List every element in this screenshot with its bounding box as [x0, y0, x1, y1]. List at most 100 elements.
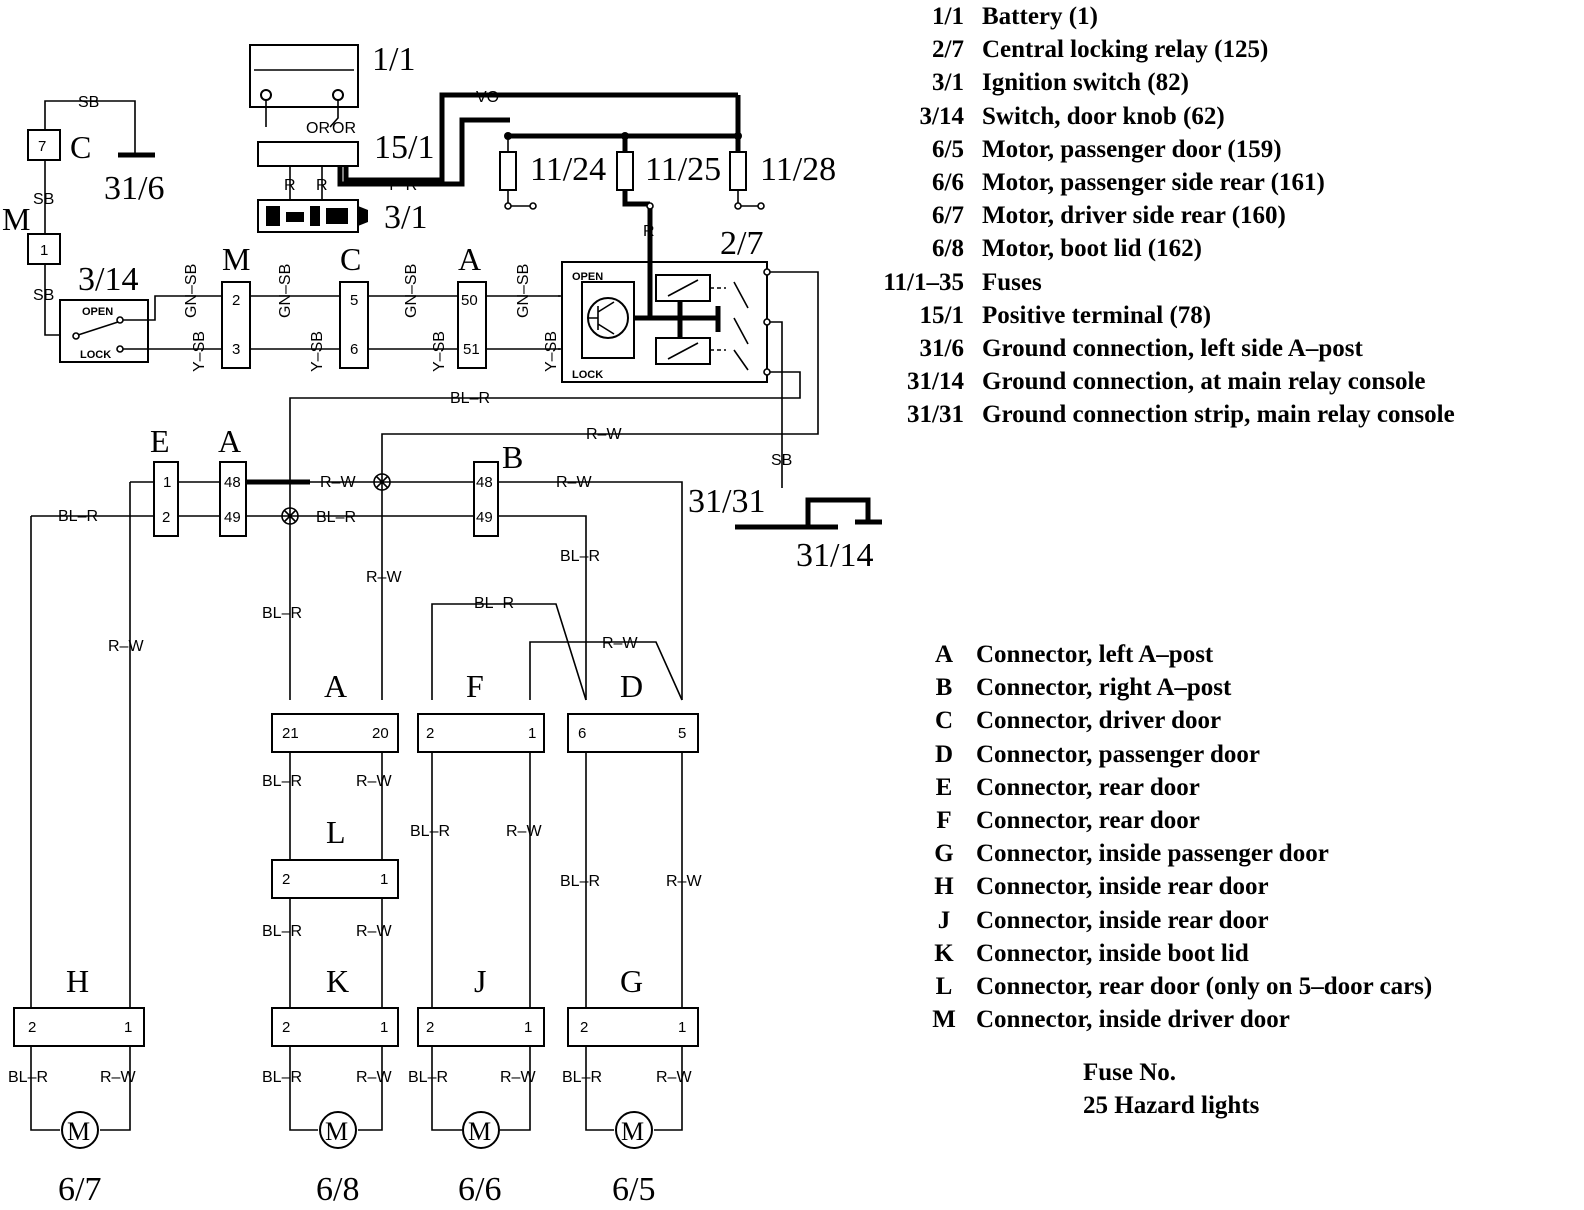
legend-description: Central locking relay (125): [982, 36, 1269, 64]
wire-label-gn-sb-3: GN–SB: [403, 264, 420, 318]
connector-letter-j: J: [474, 963, 486, 999]
wire-label-y-sb-3: Y–SB: [431, 331, 448, 372]
wire-label-bl-r-j: BL–R: [408, 1069, 448, 1086]
door-connectors-row: GN–SB Y–SB M 2 3 GN–SB Y–SB C 5 6 GN–SB …: [183, 241, 560, 372]
legend-code: 3/1: [932, 69, 964, 97]
legend-description: Ground connection, at main relay console: [982, 368, 1426, 396]
wire-label-vo: VO: [476, 89, 499, 106]
wire-label-sb-relay: SB: [771, 452, 792, 469]
legend-code: J: [937, 906, 951, 934]
motor-6-6-m: M: [468, 1117, 491, 1146]
connector-k: [271, 1007, 399, 1047]
pin-h2: 2: [28, 1019, 36, 1036]
connector-a-low: [271, 713, 399, 753]
legend-code: K: [934, 939, 954, 967]
connector-letter-m: M: [222, 241, 250, 277]
wire-label-gn-sb-2: GN–SB: [277, 264, 294, 318]
legend-code: E: [935, 773, 953, 801]
label-3-14: 3/14: [78, 261, 138, 298]
legend-description: Connector, left A–post: [976, 641, 1214, 668]
legend-code: 31/31: [907, 401, 964, 429]
legend-description: Connector, rear door (only on 5–door car…: [976, 973, 1433, 1001]
pin-a48: 48: [224, 474, 241, 491]
pin-d6: 6: [578, 725, 586, 742]
legend-code: 11/1–35: [883, 268, 964, 296]
connector-letter-c-top: C: [70, 129, 91, 165]
motor-6-5-m: M: [621, 1117, 644, 1146]
legend-description: Motor, passenger door (159): [982, 135, 1282, 163]
wire-label-r-w-d-low: R–W: [666, 873, 702, 890]
pin-m2: 2: [232, 292, 240, 309]
connector-letter-a-top: A: [458, 241, 481, 277]
fuses: 11/24 11/25 11/28: [499, 136, 836, 210]
door-knob-switch-3-14: 3/14 OPEN LOCK: [59, 261, 222, 363]
wire-label-y-sb-1: Y–SB: [191, 331, 208, 372]
label-6-7: 6/7: [58, 1171, 101, 1208]
wire-label-r-relay: R: [643, 223, 655, 240]
pin-k2: 2: [282, 1019, 290, 1036]
pin-l1: 1: [380, 871, 388, 888]
pin-l2: 2: [282, 871, 290, 888]
positive-terminal-box: [257, 141, 359, 167]
pin-b49: 49: [476, 509, 493, 526]
wire-label-bl-r-left: BL–R: [58, 508, 98, 525]
wire-label-r-w-a: R–W: [366, 569, 402, 586]
label-15-1: 15/1: [374, 129, 434, 166]
wire-label-r-w-mid: R–W: [320, 474, 356, 491]
connector-m-pin1: [27, 233, 61, 265]
label-11-25: 11/25: [645, 151, 721, 188]
wire-label-bl-r-mid: BL–R: [316, 509, 356, 526]
label-31-31: 31/31: [688, 483, 765, 520]
legend-description: Switch, door knob (62): [982, 102, 1225, 130]
connector-letter-l: L: [326, 814, 346, 850]
wire-label-r-w-top: R–W: [586, 426, 622, 443]
legend-code: 1/1: [932, 3, 964, 30]
legend-description: Motor, driver side rear (160): [982, 202, 1286, 230]
wire-label-r-w-g: R–W: [656, 1069, 692, 1086]
wire-label-bl-r-g: BL–R: [562, 1069, 602, 1086]
legend-description: Motor, boot lid (162): [982, 235, 1202, 263]
legend-description: Ground connection, left side A–post: [982, 335, 1363, 363]
wire-label-bl-r-d-low: BL–R: [560, 873, 600, 890]
wire-label-r-w-h: R–W: [100, 1069, 136, 1086]
legend-code: G: [934, 840, 954, 868]
fuse-11-24: [499, 151, 517, 191]
wire-label-r-w-b: R–W: [556, 474, 592, 491]
fuse-11-25: [616, 151, 634, 191]
central-locking-relay: R 2/7 OPEN LOCK: [289, 209, 819, 700]
wire-label-r-w-left: R–W: [108, 638, 144, 655]
legend-description: Connector, inside passenger door: [976, 840, 1329, 868]
pin-f2: 2: [426, 725, 434, 742]
wire-label-sb-3: SB: [33, 287, 54, 304]
motor-6-7-symbol: [61, 1111, 99, 1149]
connector-h: [13, 1007, 145, 1047]
legend-description: Connector, inside boot lid: [976, 939, 1249, 967]
switch-lock-label: LOCK: [80, 349, 111, 361]
legend-code: M: [932, 1006, 956, 1034]
legend-description: Motor, passenger side rear (161): [982, 169, 1325, 197]
legend-description: Connector, inside rear door: [976, 873, 1269, 901]
connector-g: [567, 1007, 699, 1047]
legend-description: Positive terminal (78): [982, 301, 1212, 329]
label-6-6: 6/6: [458, 1171, 501, 1208]
legend-code: B: [935, 674, 953, 702]
legend-description: Ignition switch (82): [982, 69, 1189, 97]
connector-e: [153, 461, 179, 537]
wire-label-y-sb-4: Y–SB: [543, 331, 560, 372]
wire-label-r-w-k: R–W: [356, 1069, 392, 1086]
pin-j2: 2: [426, 1019, 434, 1036]
connector-letter-m-top: M: [2, 201, 30, 237]
connector-letter-k: K: [326, 963, 349, 999]
wire-label-r-w-f: R–W: [602, 635, 638, 652]
pin-a20: 20: [372, 725, 389, 742]
pin-g2: 2: [580, 1019, 588, 1036]
fuse-note: Fuse No. 25 Hazard lights: [1083, 1056, 1259, 1122]
